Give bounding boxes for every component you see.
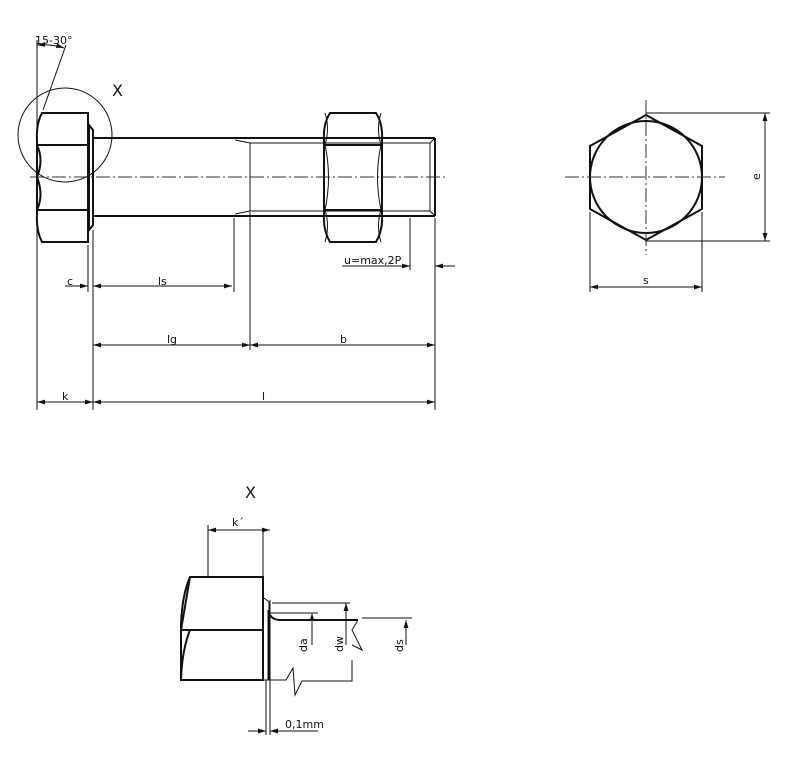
k-label: k <box>62 390 69 403</box>
bolt-end-view: e s <box>565 100 770 292</box>
dimensions: 15-30° X c ls lg b k l u=max,2P <box>35 34 455 410</box>
c-label: c <box>67 275 73 288</box>
ds-label: ds <box>393 639 406 652</box>
detail-x: X k´ da dw ds 0,1mm <box>180 483 412 735</box>
b-label: b <box>340 333 347 346</box>
angle-label: 15-30° <box>35 34 72 47</box>
s-label: s <box>643 274 649 287</box>
da-label: da <box>297 638 310 652</box>
l-label: l <box>262 390 265 403</box>
bolt-side-view <box>17 87 445 243</box>
detail-marker: X <box>112 81 123 100</box>
detail-title: X <box>245 483 256 502</box>
k-prime-label: k´ <box>232 516 244 529</box>
e-label: e <box>750 173 763 180</box>
gap-label: 0,1mm <box>285 718 324 731</box>
u-label: u=max,2P <box>344 254 402 267</box>
ls-label: ls <box>158 275 167 288</box>
detail-circle <box>17 87 113 183</box>
dw-label: dw <box>333 636 346 652</box>
lg-label: lg <box>167 333 177 346</box>
